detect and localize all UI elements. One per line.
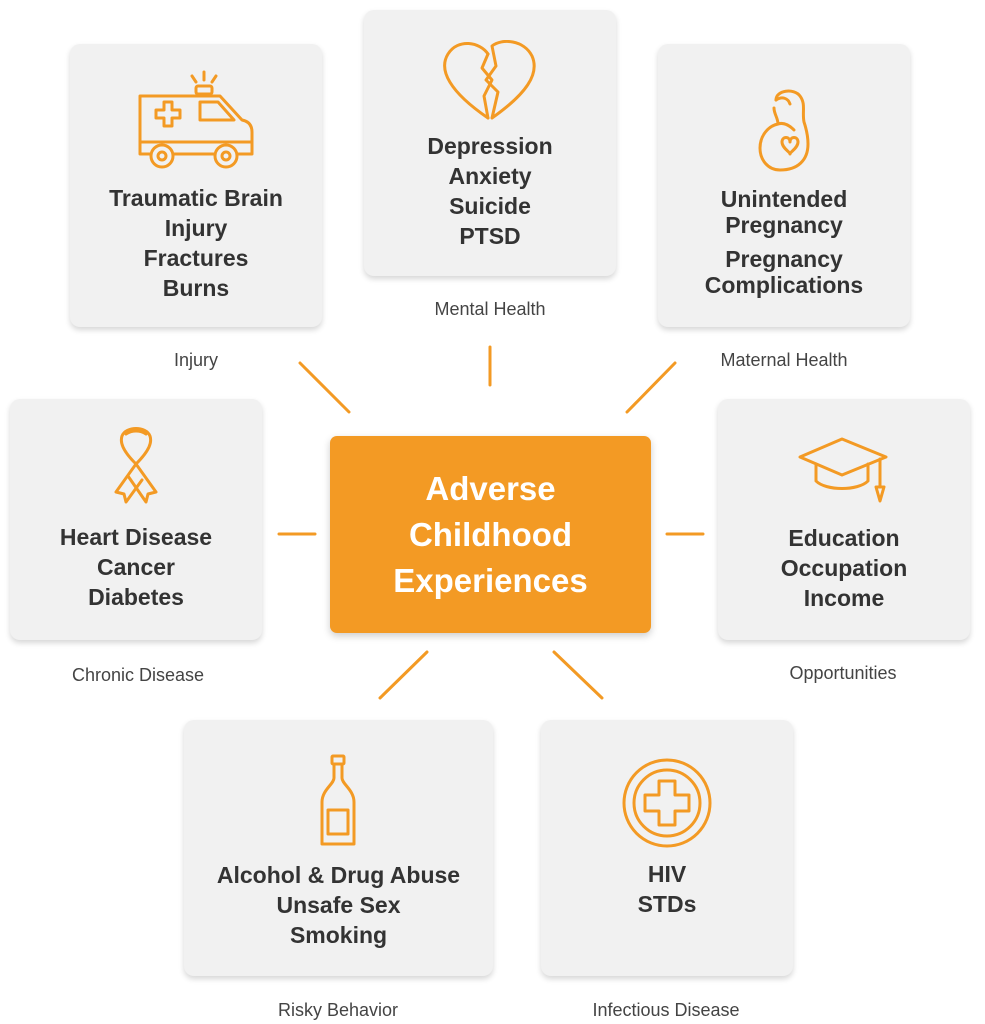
card-line: Burns [162,275,230,301]
card-line: Smoking [289,922,388,948]
card-line: Heart Disease [59,524,213,550]
card-line: Unintended [720,186,848,212]
caption-opportunities: Opportunities [789,663,897,683]
card-line: Pregnancy [725,212,843,238]
card-line: Injury [164,215,228,241]
card-injury: Traumatic Brain Injury Fractures Burns [70,44,322,327]
broken-heart-icon [442,40,538,122]
connector-infectious [552,650,604,700]
card-line: Unsafe Sex [276,892,401,918]
card-line: Anxiety [448,163,532,189]
center-title-line: Childhood [408,515,573,553]
connector-maternal [625,361,677,414]
card-chronic-disease: Heart Disease Cancer Diabetes [10,399,262,640]
connector-risky [378,650,429,700]
card-line: Depression [427,133,553,159]
medical-cross-icon [621,757,713,849]
card-line: Traumatic Brain [109,185,283,211]
card-infectious-disease: HIV STDs [541,720,793,976]
card-line: Diabetes [88,584,184,610]
caption-maternal-health: Maternal Health [720,350,848,370]
center-title-line: Adverse [425,469,556,507]
caption-risky-behavior: Risky Behavior [277,1000,399,1020]
center-title-line: Experiences [393,561,588,599]
caption-infectious-disease: Infectious Disease [592,1000,740,1020]
bottle-icon [318,754,358,846]
card-line: STDs [637,891,697,917]
center-box: Adverse Childhood Experiences [330,436,651,633]
card-line: Alcohol & Drug Abuse [216,862,461,888]
card-line: PTSD [459,223,521,249]
card-maternal-health: Unintended Pregnancy Pregnancy Complicat… [658,44,910,327]
card-line: Complications [704,272,864,298]
ambulance-icon [134,70,258,174]
card-line: HIV [647,861,687,887]
card-line: Pregnancy [725,246,843,272]
card-mental-health: Depression Anxiety Suicide PTSD [364,10,616,276]
caption-mental-health: Mental Health [434,299,546,319]
card-line: Cancer [97,554,175,580]
awareness-ribbon-icon [108,426,164,506]
card-line: Education [788,525,900,551]
connector-injury [298,361,351,414]
graduation-cap-icon [796,437,890,507]
caption-injury: Injury [173,350,219,370]
card-line: Income [803,585,885,611]
card-line: Occupation [780,555,908,581]
pregnant-woman-icon [754,86,814,172]
card-opportunities: Education Occupation Income [718,399,970,640]
caption-chronic-disease: Chronic Disease [71,665,205,685]
card-line: Fractures [143,245,249,271]
card-risky-behavior: Alcohol & Drug Abuse Unsafe Sex Smoking [184,720,493,976]
card-line: Suicide [449,193,531,219]
